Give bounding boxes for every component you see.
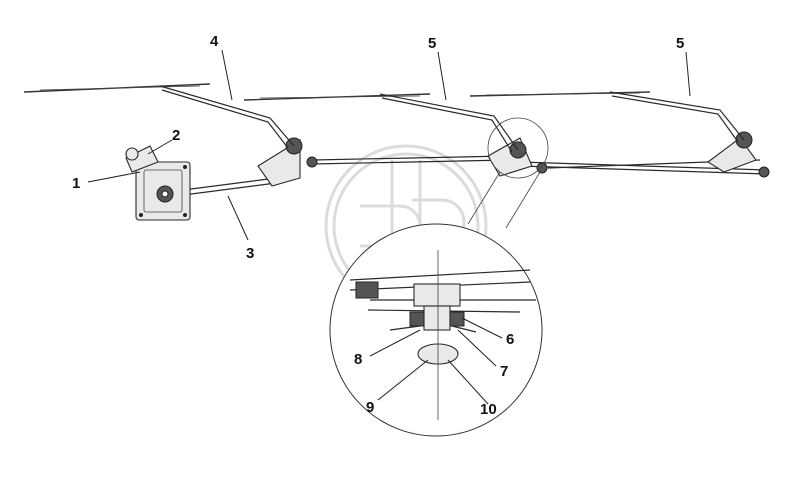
callout-8: 8 [354, 351, 362, 368]
callout-9: 9 [366, 399, 374, 416]
callout-leaders [87, 49, 691, 405]
detail-marker-circle [487, 117, 549, 179]
detail-view [329, 223, 543, 437]
callout-5-right: 5 [676, 35, 684, 52]
callout-7: 7 [500, 363, 508, 380]
callout-1: 1 [72, 175, 80, 192]
wiper-arm-left [23, 83, 295, 149]
callout-4: 4 [210, 33, 219, 50]
wiper-motor [125, 145, 191, 221]
callout-6: 6 [506, 331, 514, 348]
callout-3: 3 [246, 245, 254, 262]
wiper-arm-right [469, 91, 745, 143]
callout-10: 10 [480, 401, 497, 418]
callout-2: 2 [172, 127, 180, 144]
pivot-bracket-right [707, 131, 770, 178]
wiper-arm-middle [243, 93, 519, 153]
detail-leader-lines [467, 171, 541, 229]
pivot-bracket-left [257, 137, 318, 187]
callout-5-middle: 5 [428, 35, 436, 52]
pivot-bracket-middle [487, 137, 548, 177]
